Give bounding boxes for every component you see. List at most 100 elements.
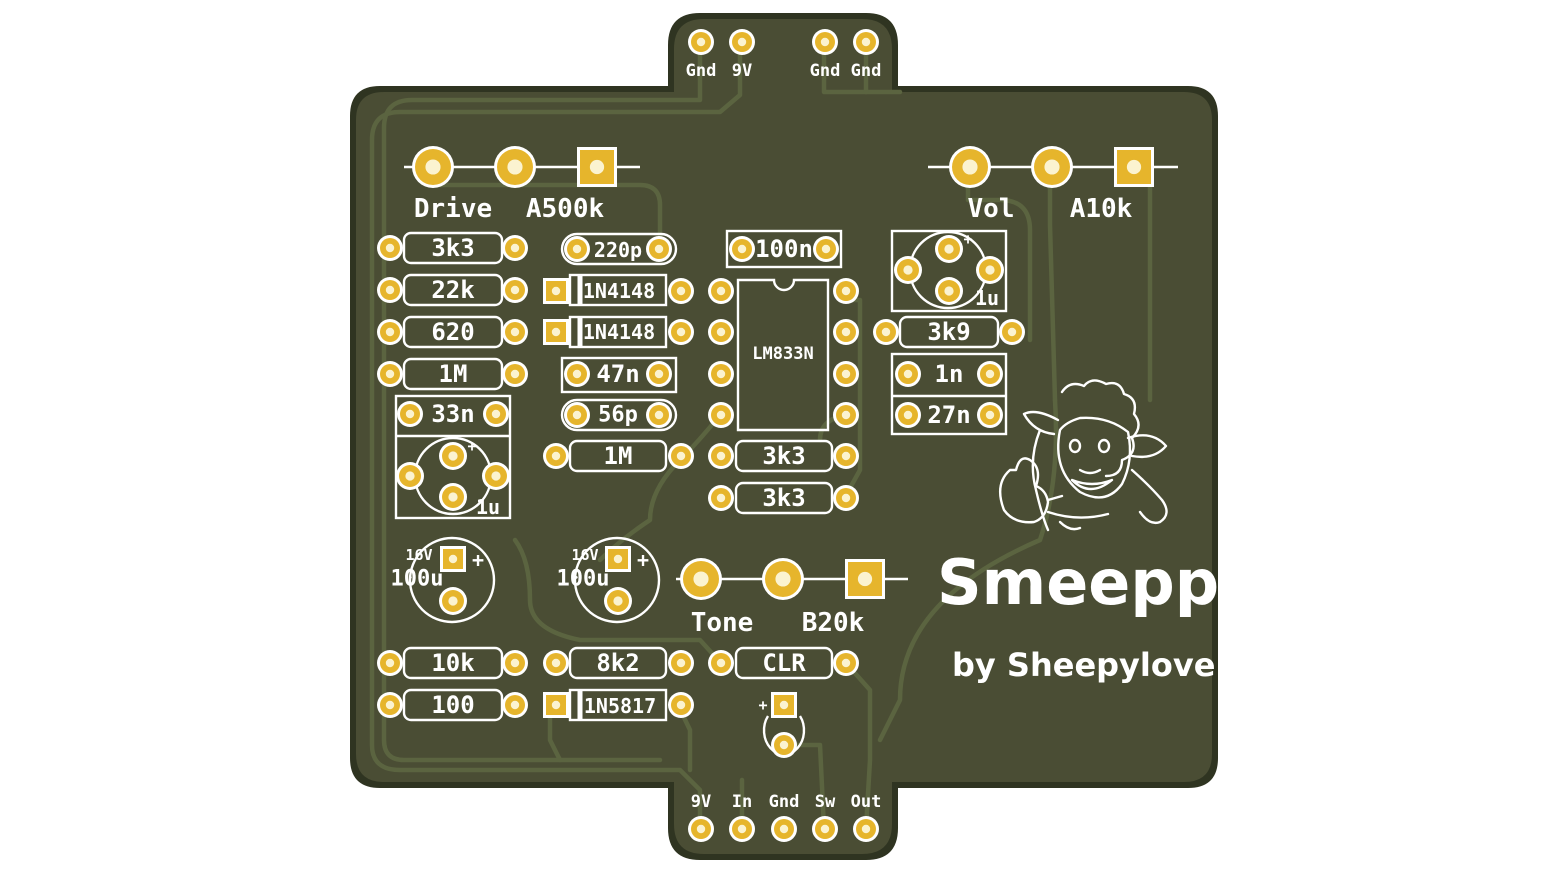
resistor-pad — [502, 650, 528, 676]
pin-label-in: In — [732, 792, 752, 812]
res-100-label: 100 — [431, 691, 474, 719]
cap-pad — [483, 401, 509, 427]
cap-100n-label: 100n — [755, 235, 813, 263]
ic-pad — [708, 278, 734, 304]
diode-pad-square — [543, 319, 569, 345]
elec-cap-1-value: 100u — [391, 567, 444, 592]
cap-pad — [895, 361, 921, 387]
res-8k2-label: 8k2 — [596, 649, 639, 677]
cap-pad — [894, 256, 922, 284]
pot-tone-pad — [762, 558, 804, 600]
pot-vol-name: Vol — [968, 194, 1015, 224]
elec-cap-1-plus: + — [472, 548, 484, 572]
res-10k-label: 10k — [431, 649, 475, 677]
ic-pad — [708, 361, 734, 387]
cap-pad — [729, 236, 755, 262]
footer-pad — [771, 816, 797, 842]
res-3k3-label: 3k3 — [431, 234, 474, 262]
resistor-pad — [708, 650, 734, 676]
resistor-pad — [873, 319, 899, 345]
cap-pad — [564, 361, 590, 387]
pot-drive-pad — [494, 146, 536, 188]
pot-tone-pad — [680, 558, 722, 600]
res-1m-mid-label: 1M — [604, 442, 633, 470]
cap-56p-label: 56p — [598, 403, 638, 428]
res-3k9-label: 3k9 — [927, 318, 970, 346]
pin-label-gnd-bottom: Gnd — [769, 792, 800, 812]
cap-pad — [646, 361, 672, 387]
resistor-pad — [708, 485, 734, 511]
pin-label-9v-bottom: 9V — [691, 792, 711, 812]
resistor-pad — [543, 650, 569, 676]
resistor-pad — [377, 319, 403, 345]
pin-label-gnd-1: Gnd — [686, 61, 717, 81]
footer-pad — [688, 816, 714, 842]
resistor-pad — [502, 692, 528, 718]
res-1m-label: 1M — [439, 360, 468, 388]
cap-pad — [935, 277, 963, 305]
board-surface — [356, 19, 1212, 854]
header-pad — [729, 29, 755, 55]
diode-pad — [668, 692, 694, 718]
pot-vol-value: A10k — [1070, 194, 1133, 224]
cap-pad — [813, 236, 839, 262]
pot-drive-name: Drive — [414, 194, 492, 224]
res-22k-label: 22k — [431, 276, 475, 304]
elec-cap-2-value: 100u — [557, 567, 610, 592]
cap-pad — [976, 256, 1004, 284]
resistor-pad — [377, 650, 403, 676]
pot-vol-pad — [949, 146, 991, 188]
cap-pad — [482, 462, 510, 490]
diode-pad — [668, 319, 694, 345]
pin-label-gnd-3: Gnd — [851, 61, 882, 81]
resistor-pad — [833, 443, 859, 469]
io-labels-top: Gnd 9V Gnd Gnd — [686, 61, 882, 81]
pot-tone-name: Tone — [691, 608, 754, 638]
ic-pad — [833, 319, 859, 345]
diode-1n4148-1-label: 1N4148 — [583, 279, 655, 303]
cap-pad — [977, 361, 1003, 387]
diode-pad — [668, 278, 694, 304]
cap-pad — [396, 462, 424, 490]
cap-pad — [564, 236, 590, 262]
cap-pad — [895, 402, 921, 428]
resistor-pad — [999, 319, 1025, 345]
cap-1n-label: 1n — [935, 360, 964, 388]
header-pad — [688, 29, 714, 55]
resistor-pad — [502, 361, 528, 387]
cap-pad — [977, 402, 1003, 428]
footer-pad — [812, 816, 838, 842]
resistor-pad — [833, 650, 859, 676]
ic-lm833n-label: LM833N — [752, 344, 813, 364]
pot-drive-pad-square — [577, 147, 617, 187]
footer-pad — [729, 816, 755, 842]
led-pad-square — [771, 692, 797, 718]
pin-label-gnd-2: Gnd — [810, 61, 841, 81]
pot-vol-pad-square — [1114, 147, 1154, 187]
ic-pad — [833, 361, 859, 387]
cap-1u-left-label: 1u — [476, 495, 500, 519]
resistor-pad — [668, 650, 694, 676]
board-byline: by Sheepylove — [952, 646, 1215, 684]
ic-pad — [708, 402, 734, 428]
diode-1n4148-2-label: 1N4148 — [583, 320, 655, 344]
res-620-label: 620 — [431, 318, 474, 346]
cap-pad — [564, 402, 590, 428]
resistor-pad — [377, 692, 403, 718]
diode-pad-square — [543, 278, 569, 304]
ic-pad — [833, 402, 859, 428]
cap-1u-right-label: 1u — [975, 286, 999, 310]
board-title: Smeeppy — [937, 546, 1260, 619]
pot-drive-value: A500k — [526, 194, 605, 224]
cap-pad — [646, 236, 672, 262]
resistor-pad — [833, 485, 859, 511]
resistor-pad — [502, 319, 528, 345]
led-plus-mark: + — [758, 696, 767, 714]
elec-cap-pad-square — [605, 546, 631, 572]
pin-label-9v: 9V — [732, 61, 752, 81]
pads — [377, 29, 1154, 842]
res-3k3-a-label: 3k3 — [762, 442, 805, 470]
pin-label-out: Out — [851, 792, 882, 812]
footer-pad — [853, 816, 879, 842]
resistor-pad — [377, 235, 403, 261]
